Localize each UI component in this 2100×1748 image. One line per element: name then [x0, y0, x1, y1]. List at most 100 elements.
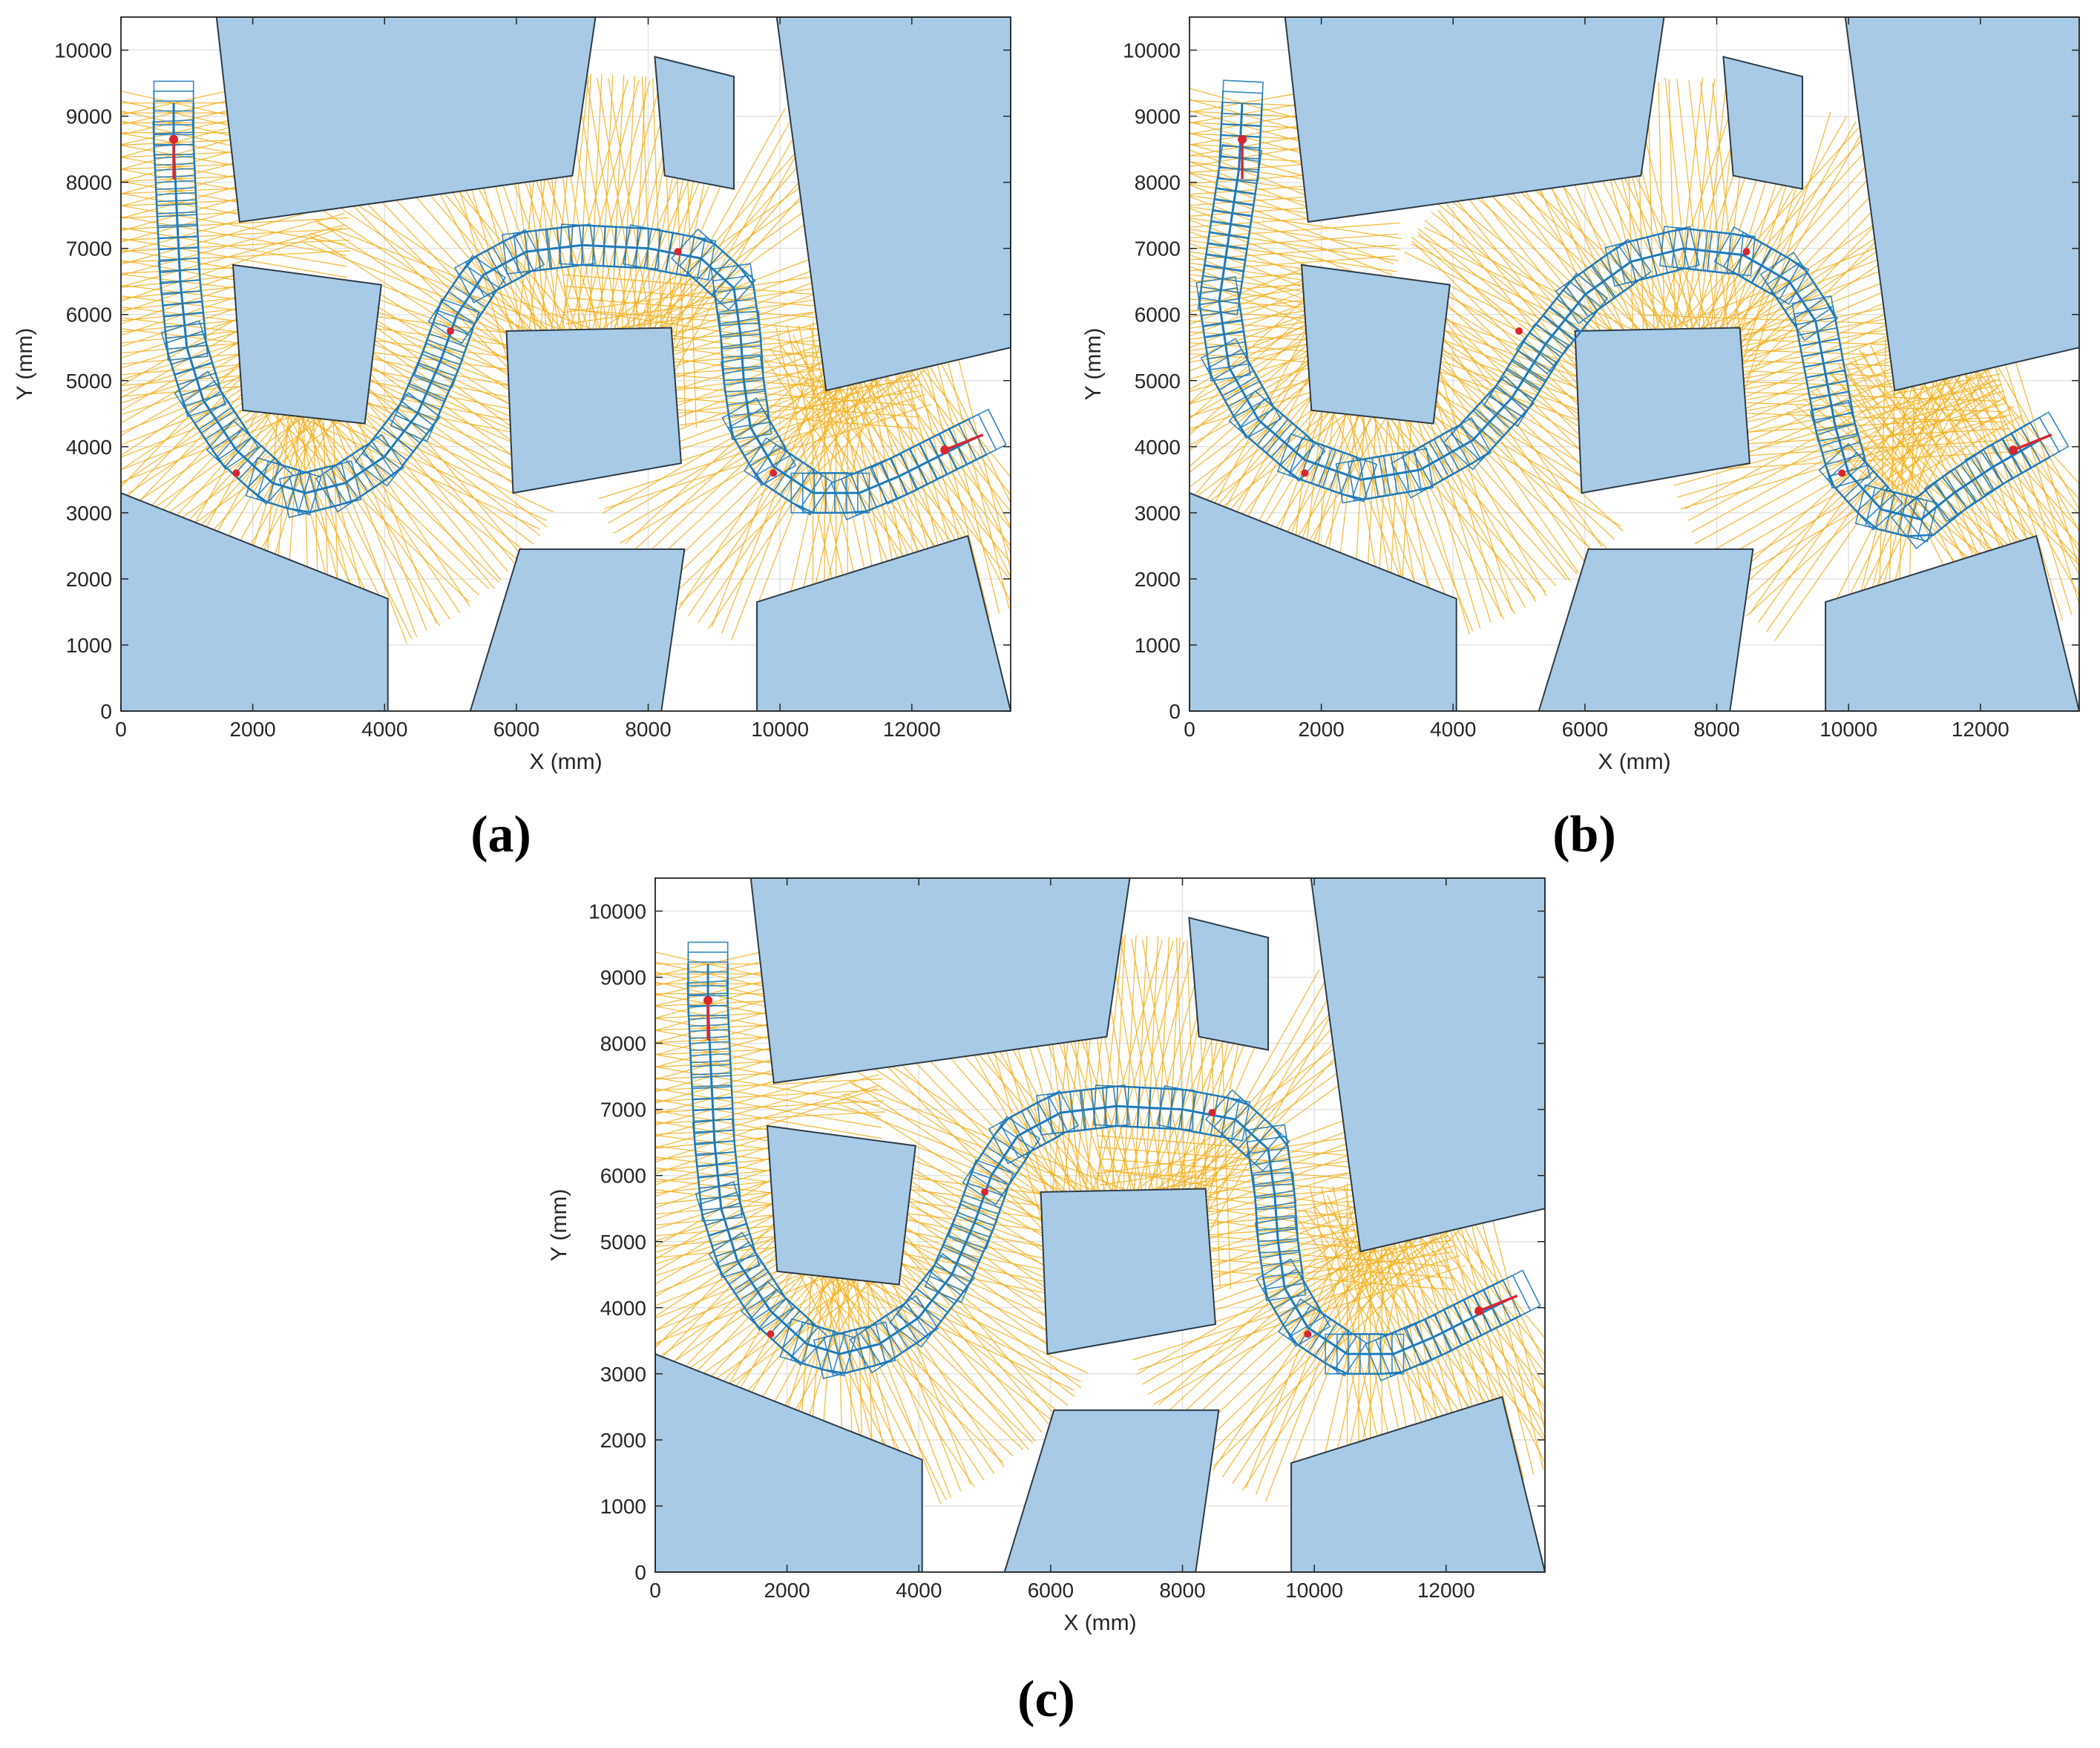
sensor-ray	[910, 1185, 980, 1211]
sensor-ray	[1251, 999, 1328, 1135]
sensor-ray	[1635, 176, 1674, 252]
sensor-ray	[1241, 115, 1296, 126]
sensor-ray	[677, 409, 749, 416]
sensor-ray	[1211, 1264, 1282, 1275]
sensor-ray	[677, 403, 747, 414]
sensor-ray	[655, 1260, 738, 1317]
sensor-ray	[1740, 338, 1820, 343]
sensor-ray	[864, 1280, 926, 1310]
sensor-ray	[537, 250, 548, 330]
sensor-ray	[910, 1188, 971, 1233]
sensor-ray	[1442, 347, 1505, 407]
sensor-ray	[163, 439, 231, 511]
sensor-ray	[1126, 940, 1174, 1107]
sensor-ray	[1190, 298, 1220, 302]
sensor-ray	[1683, 77, 1704, 249]
sensor-ray	[397, 439, 554, 513]
x-tick-label: 10000	[1285, 1579, 1343, 1602]
sensor-ray	[669, 182, 700, 253]
sensor-ray	[986, 1053, 1029, 1130]
sensor-ray	[193, 342, 239, 370]
obstacle-polygon	[1538, 548, 1754, 711]
sensor-ray	[1405, 420, 1431, 465]
sensor-ray	[168, 457, 246, 513]
sensor-ray	[1443, 341, 1518, 389]
sensor-ray	[1815, 292, 1883, 322]
sensor-ray	[675, 368, 744, 375]
sensor-ray	[493, 269, 528, 331]
sensor-ray	[859, 492, 905, 557]
sensor-ray	[2030, 445, 2079, 604]
sensor-ray	[1593, 287, 1612, 331]
sensor-ray	[1192, 1041, 1224, 1112]
sensor-ray	[1603, 281, 1624, 330]
sensor-ray	[1440, 361, 1497, 415]
sensor-ray	[1210, 1038, 1215, 1116]
sensor-ray	[1937, 505, 1992, 551]
sensor-ray	[1743, 310, 1810, 381]
sensor-ray	[121, 399, 204, 456]
sensor-ray	[216, 409, 243, 421]
sensor-ray	[832, 1277, 919, 1318]
sensor-ray	[915, 1145, 992, 1176]
sensor-ray	[1265, 1341, 1328, 1502]
sensor-ray	[1187, 939, 1194, 1112]
sensor-ray	[1442, 350, 1524, 380]
sensor-ray	[285, 414, 306, 494]
sensor-ray	[1093, 1108, 1105, 1191]
sensor-ray	[1136, 1287, 1285, 1375]
sensor-ray	[655, 1077, 712, 1088]
sensor-ray	[1206, 428, 1269, 500]
sensor-ray	[634, 436, 757, 550]
sensor-ray	[1462, 445, 1578, 575]
sensor-ray	[121, 154, 174, 158]
sensor-ray	[1307, 1248, 1361, 1328]
sensor-ray	[607, 78, 638, 249]
x-tick-label: 10000	[751, 718, 809, 741]
sensor-ray	[928, 461, 949, 543]
sensor-ray	[735, 288, 813, 301]
sensor-ray	[1190, 121, 1241, 137]
sensor-ray	[895, 374, 919, 467]
sensor-ray	[899, 1330, 995, 1474]
sensor-ray	[928, 461, 1011, 563]
sensor-ray	[1405, 1240, 1424, 1342]
sensor-ray	[655, 1027, 709, 1031]
sensor-ray	[354, 476, 417, 638]
sensor-ray	[1190, 172, 1236, 192]
sensor-ray	[1677, 449, 1843, 498]
sensor-ray	[374, 462, 437, 624]
sensor-ray	[177, 237, 347, 267]
sensor-ray	[898, 373, 959, 448]
sensor-ray	[1051, 1113, 1061, 1192]
sensor-ray	[592, 73, 603, 246]
sensor-ray	[1210, 1258, 1282, 1266]
x-tick-label: 12000	[1417, 1579, 1475, 1602]
sensor-ray	[1448, 296, 1546, 345]
sensor-ray	[177, 449, 237, 516]
goal-heading	[1478, 1294, 1518, 1312]
sensor-ray	[1802, 226, 1874, 302]
sensor-ray	[562, 246, 572, 330]
sensor-ray	[1462, 445, 1547, 597]
sensor-ray	[637, 76, 646, 248]
sensor-ray	[1462, 1322, 1545, 1424]
sensor-ray	[1126, 1106, 1143, 1191]
sensor-ray	[121, 132, 174, 143]
sensor-ray	[1912, 386, 1955, 494]
sensor-ray	[819, 1275, 841, 1355]
sensor-ray	[598, 446, 762, 500]
sensor-ray	[1822, 378, 1930, 514]
sensor-ray	[907, 1214, 962, 1254]
sensor-ray	[1210, 1252, 1280, 1264]
sensor-ray	[1538, 189, 1604, 282]
sensor-ray	[1126, 934, 1137, 1107]
sensor-ray	[1621, 267, 1690, 330]
sensor-ray	[1372, 416, 1421, 471]
obstacle-polygon	[232, 263, 382, 425]
sensor-ray	[121, 410, 211, 445]
sensor-ray	[1221, 1041, 1226, 1118]
y-tick-label: 10000	[588, 900, 646, 923]
sensor-ray	[384, 456, 517, 560]
sensor-ray	[1665, 281, 1790, 330]
